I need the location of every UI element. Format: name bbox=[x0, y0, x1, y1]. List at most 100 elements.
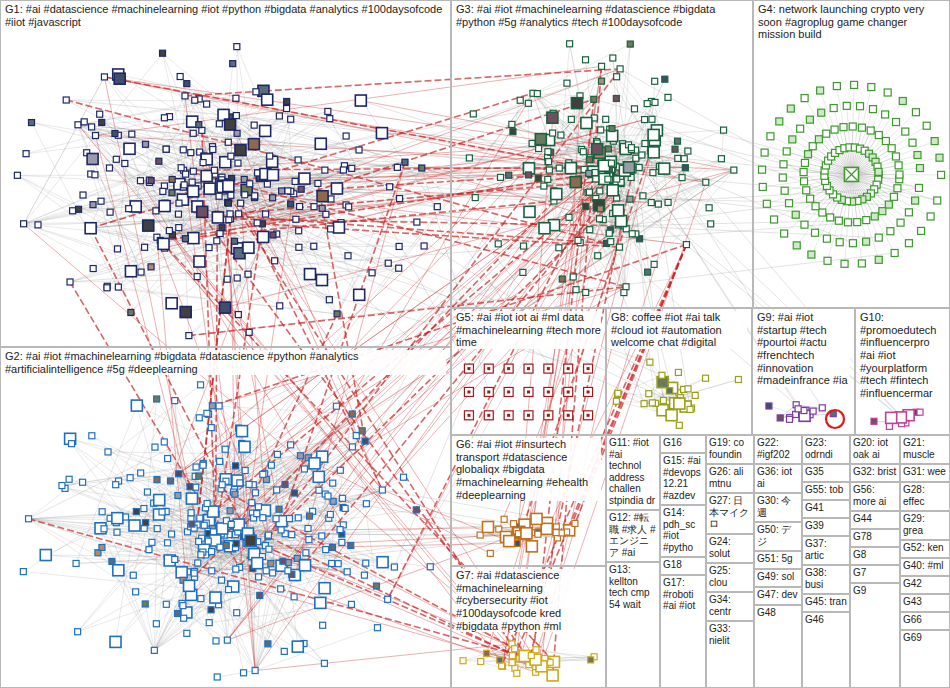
network-edge bbox=[29, 519, 222, 580]
network-vertex bbox=[124, 143, 135, 154]
network-vertex bbox=[288, 201, 294, 207]
network-vertex bbox=[188, 150, 194, 156]
network-vertex bbox=[216, 121, 222, 127]
network-edge bbox=[62, 461, 220, 485]
network-vertex bbox=[200, 160, 206, 166]
network-vertex bbox=[260, 125, 271, 136]
network-vertex bbox=[225, 139, 231, 145]
network-edge bbox=[119, 399, 157, 481]
network-edge bbox=[337, 168, 422, 314]
network-edge bbox=[612, 44, 631, 171]
cross-group-edge bbox=[215, 215, 217, 538]
network-vertex bbox=[292, 178, 298, 184]
network-vertex bbox=[99, 119, 105, 125]
network-edge bbox=[852, 168, 920, 174]
network-vertex bbox=[166, 298, 177, 309]
network-vertex bbox=[156, 158, 162, 164]
network-vertex bbox=[345, 253, 351, 259]
network-vertex bbox=[29, 120, 35, 126]
network-edge bbox=[810, 120, 852, 175]
network-edge bbox=[852, 174, 909, 212]
network-vertex bbox=[70, 208, 76, 214]
network-edge bbox=[187, 481, 238, 585]
network-vertex bbox=[175, 211, 181, 217]
network-vertex bbox=[288, 116, 294, 122]
network-edge bbox=[187, 454, 278, 633]
network-vertex bbox=[397, 196, 403, 202]
network-vertex bbox=[304, 269, 315, 280]
network-vertex bbox=[160, 188, 166, 194]
network-vertex bbox=[258, 231, 269, 242]
network-vertex bbox=[731, 167, 737, 173]
network-vertex bbox=[225, 119, 236, 130]
network-edge bbox=[100, 114, 165, 248]
network-vertex bbox=[263, 211, 269, 217]
network-vertex bbox=[325, 108, 331, 114]
network-vertex bbox=[233, 113, 239, 119]
network-vertex bbox=[87, 153, 98, 164]
network-edge bbox=[193, 171, 240, 203]
network-vertex bbox=[194, 256, 205, 267]
network-vertex bbox=[194, 274, 200, 280]
network-vertex bbox=[214, 238, 220, 244]
network-edge bbox=[17, 175, 90, 228]
network-vertex bbox=[113, 156, 119, 162]
network-edge bbox=[237, 47, 256, 92]
network-vertex bbox=[242, 192, 248, 198]
cross-group-edge bbox=[226, 220, 255, 671]
network-vertex bbox=[23, 151, 29, 157]
network-vertex bbox=[204, 101, 210, 107]
network-vertex bbox=[122, 160, 128, 166]
network-vertex bbox=[238, 200, 244, 206]
network-vertex bbox=[396, 265, 402, 271]
network-vertex bbox=[296, 228, 302, 234]
network-edge bbox=[78, 553, 306, 632]
network-edge bbox=[32, 123, 231, 157]
network-edge bbox=[769, 406, 796, 414]
network-vertex bbox=[323, 211, 329, 217]
cross-group-edge bbox=[184, 168, 601, 171]
network-vertex bbox=[143, 141, 149, 147]
network-edge bbox=[145, 545, 230, 604]
network-edge bbox=[533, 93, 601, 130]
network-vertex bbox=[138, 269, 144, 275]
network-edge bbox=[24, 224, 198, 277]
network-vertex bbox=[369, 270, 375, 276]
network-edge bbox=[594, 118, 937, 201]
network-edge bbox=[645, 120, 691, 410]
network-vertex bbox=[233, 95, 239, 101]
network-vertex bbox=[298, 186, 304, 192]
network-vertex bbox=[234, 44, 240, 50]
network-edge bbox=[146, 144, 165, 248]
network-vertex bbox=[224, 276, 230, 282]
network-edge bbox=[852, 174, 867, 241]
cross-group-edge bbox=[66, 100, 606, 243]
cross-group-edge bbox=[197, 158, 636, 525]
network-vertex bbox=[394, 164, 400, 170]
network-vertex bbox=[402, 159, 408, 165]
network-vertex bbox=[245, 271, 251, 277]
cross-group-edge bbox=[185, 96, 255, 671]
network-vertex bbox=[247, 181, 253, 187]
network-edge bbox=[102, 122, 266, 214]
network-vertex bbox=[682, 165, 688, 171]
network-vertex bbox=[319, 205, 325, 211]
network-vertex bbox=[616, 244, 622, 250]
network-vertex bbox=[161, 115, 167, 121]
network-vertex bbox=[331, 183, 342, 194]
network-edge bbox=[179, 115, 223, 184]
network-vertex bbox=[93, 133, 99, 139]
network-edge bbox=[171, 481, 172, 534]
network-edge bbox=[219, 605, 325, 664]
cross-group-edge bbox=[247, 190, 383, 490]
network-vertex bbox=[276, 113, 282, 119]
network-vertex bbox=[340, 167, 346, 173]
network-edge bbox=[117, 520, 209, 532]
network-vertex bbox=[356, 147, 362, 153]
cross-group-edge bbox=[91, 93, 533, 228]
network-edge bbox=[217, 671, 255, 677]
network-vertex bbox=[176, 225, 182, 231]
network-vertex bbox=[662, 76, 668, 82]
network-vertex bbox=[252, 193, 258, 199]
network-vertex bbox=[219, 225, 225, 231]
